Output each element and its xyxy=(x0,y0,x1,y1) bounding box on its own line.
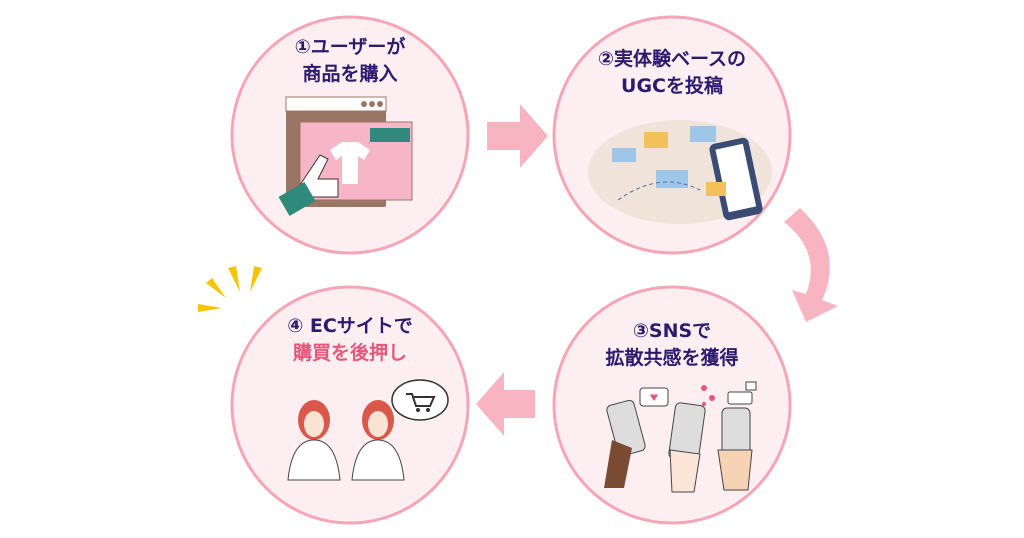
step-4-line1: ④ ECサイトで xyxy=(287,315,413,337)
step-4-line2: 購買を後押し xyxy=(292,342,407,364)
women-cart-icon xyxy=(287,379,449,481)
step-3-line2: 拡散共感を獲得 xyxy=(605,347,739,369)
smartphone-messages-icon xyxy=(588,120,772,224)
step-2-line2: UGCを投稿 xyxy=(621,75,723,97)
step-4-label: ④ ECサイトで 購買を後押し xyxy=(240,313,460,367)
step-1-line1: ①ユーザーが xyxy=(294,36,406,58)
step-1-line2: 商品を購入 xyxy=(302,63,398,85)
arrow-right-icon xyxy=(487,104,548,168)
sparkle-icon xyxy=(198,266,262,312)
step-2-label: ②実体験ベースの UGCを投稿 xyxy=(562,46,782,100)
arrow-left-icon xyxy=(476,372,535,436)
step-2-line1: ②実体験ベースの xyxy=(597,48,747,70)
step-1-label: ①ユーザーが 商品を購入 xyxy=(240,34,460,88)
arrow-curved-down-icon xyxy=(784,208,838,322)
browser-hand-icon xyxy=(278,96,413,217)
step-3-line1: ③SNSで xyxy=(632,320,712,342)
hands-phones-icon xyxy=(604,381,757,493)
step-3-label: ③SNSで 拡散共感を獲得 xyxy=(562,318,782,372)
